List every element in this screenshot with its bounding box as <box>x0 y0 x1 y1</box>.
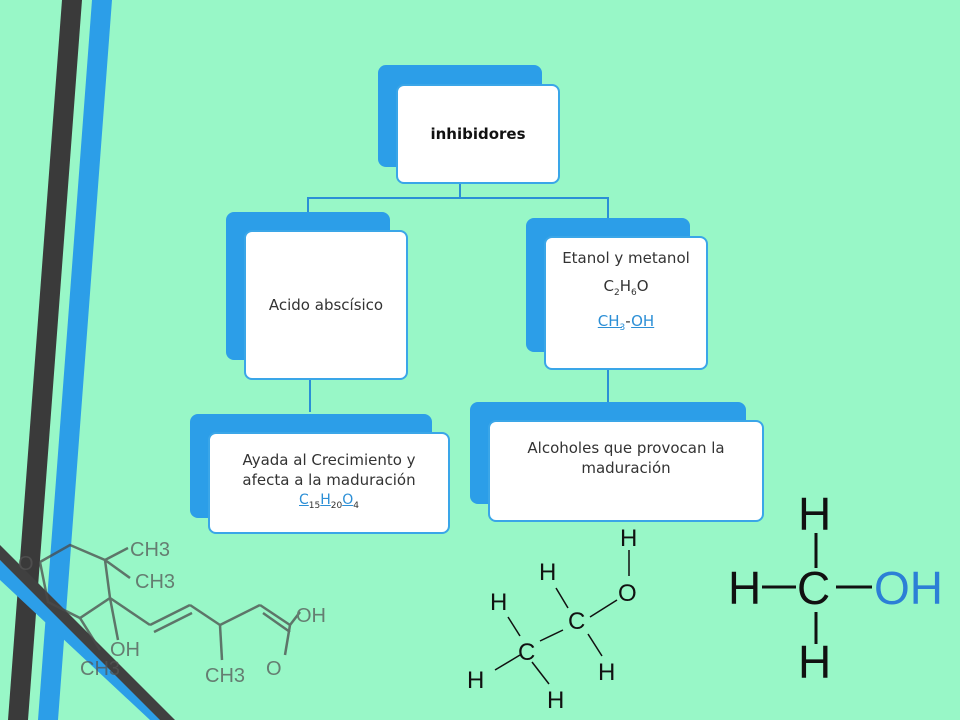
abscisic-ch3-4: CH3 <box>205 665 245 687</box>
node-acido-label: Acido abscísico <box>244 230 408 380</box>
ethanol-h4: H <box>598 659 615 686</box>
abscisic-o: O <box>18 553 34 575</box>
abscisic-formula[interactable]: C15H20O4 <box>299 492 359 511</box>
ethanol-o: O <box>618 580 637 607</box>
methanol-h-left: H <box>728 562 761 614</box>
formula-oh-link[interactable]: OH <box>631 312 655 330</box>
methanol-h-top: H <box>798 488 831 540</box>
node-root-label: inhibidores <box>396 84 560 184</box>
etanol-label: Etanol y metanol <box>562 249 690 267</box>
metanol-formula[interactable]: CH3-OH <box>597 312 655 333</box>
ethanol-h2: H <box>490 589 507 616</box>
etanol-formula: C2H6O <box>603 277 649 298</box>
ethanol-h5: H <box>547 687 564 714</box>
abscisic-o2: O <box>266 658 282 680</box>
ethanol-c2: C <box>518 639 535 666</box>
ethanol-h1: H <box>539 559 556 586</box>
formula-o-link[interactable]: O <box>342 492 354 509</box>
abscisic-oh-right: OH <box>296 605 326 627</box>
alcoholes-line1: Alcoholes que provocan la <box>527 439 725 457</box>
formula-c-link[interactable]: C <box>299 492 309 509</box>
ethanol-h3: H <box>467 667 484 694</box>
methanol-h-bottom: H <box>798 636 831 688</box>
alcoholes-line2: maduración <box>581 459 671 477</box>
crecimiento-line2: afecta a la maduración <box>242 471 416 490</box>
crecimiento-line1: Ayada al Crecimiento y <box>242 451 416 470</box>
formula-h-link[interactable]: H <box>320 492 331 509</box>
abscisic-ch3-2: CH3 <box>135 571 175 593</box>
methanol-oh: OH <box>874 562 943 614</box>
ethanol-h-top: H <box>620 525 637 552</box>
abscisic-oh-left: OH <box>110 639 140 661</box>
ethanol-c1: C <box>568 608 585 635</box>
abscisic-ch3-1: CH3 <box>130 539 170 561</box>
methanol-c: C <box>797 562 830 614</box>
formula-ch3-link[interactable]: CH3 <box>597 312 626 333</box>
abscisic-ch3-3: CH3 <box>80 658 120 680</box>
